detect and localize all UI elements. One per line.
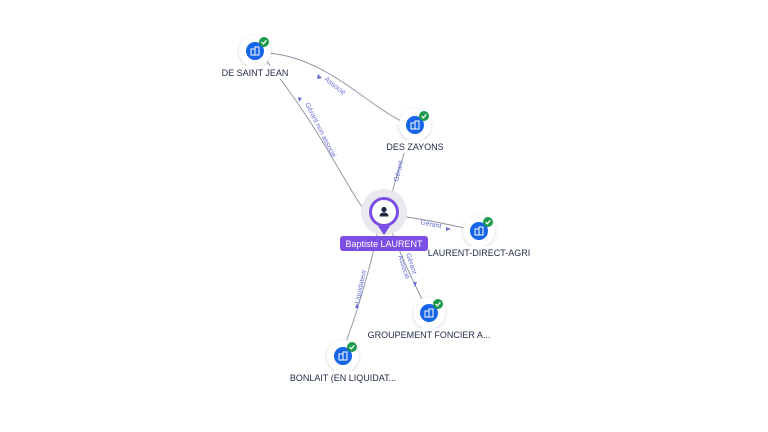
edge-arrow — [317, 74, 322, 79]
edge-arrow — [446, 227, 451, 231]
company-node-groupement-foncier[interactable]: GROUPEMENT FONCIER A... — [364, 297, 494, 341]
company-label: GROUPEMENT FONCIER A... — [368, 330, 491, 340]
edge-saint-jean-zayons — [267, 52, 413, 127]
person-node-pointer — [378, 226, 390, 235]
company-node-bonlait[interactable]: BONLAIT (EN LIQUIDAT... — [283, 340, 403, 384]
label-background — [382, 140, 448, 153]
verified-badge-icon — [433, 299, 443, 309]
edge-label-gerant-laurent-direct: Gérant — [420, 219, 442, 230]
person-node[interactable]: Baptiste LAURENT — [340, 189, 428, 251]
check-icon — [435, 301, 441, 307]
building-icon — [474, 226, 484, 236]
building-icon — [338, 351, 348, 361]
company-label: DE SAINT JEAN — [222, 68, 289, 78]
check-icon — [485, 219, 491, 225]
verified-badge-icon — [259, 37, 269, 47]
company-node-des-zayons[interactable]: DES ZAYONS — [382, 109, 448, 153]
company-node-laurent-direct-agri[interactable]: LAURENT-DIRECT-AGRI — [423, 215, 535, 259]
check-icon — [349, 344, 355, 350]
verified-badge-icon — [347, 342, 357, 352]
verified-badge-icon — [419, 111, 429, 121]
building-icon — [250, 46, 260, 56]
check-icon — [421, 113, 427, 119]
edge-person-saint-jean — [260, 53, 377, 226]
edge-label-gerant-non-associe: Gérant non associé — [303, 102, 337, 159]
edge-arrow — [413, 282, 417, 287]
edge-label-gerant-zayons: Gérant — [393, 160, 405, 183]
verified-badge-icon — [483, 217, 493, 227]
company-label: BONLAIT (EN LIQUIDAT... — [290, 373, 396, 383]
label-background — [217, 66, 293, 79]
company-node-saint-jean[interactable]: DE SAINT JEAN — [217, 35, 293, 79]
check-icon — [261, 39, 267, 45]
edge-label-liquidateur: Liquidateur — [354, 268, 368, 304]
person-label-background — [340, 236, 428, 251]
company-label: DES ZAYONS — [386, 142, 443, 152]
label-background — [364, 328, 494, 341]
building-icon — [410, 120, 420, 130]
label-background — [283, 371, 403, 384]
edge-arrow — [355, 303, 359, 308]
person-label: Baptiste LAURENT — [345, 239, 423, 249]
person-icon — [379, 206, 389, 217]
building-icon — [424, 308, 434, 318]
edge-arrow — [298, 97, 302, 102]
edge-label-associe: Associé — [323, 76, 347, 97]
company-label: LAURENT-DIRECT-AGRI — [428, 248, 531, 258]
label-background — [423, 246, 535, 259]
